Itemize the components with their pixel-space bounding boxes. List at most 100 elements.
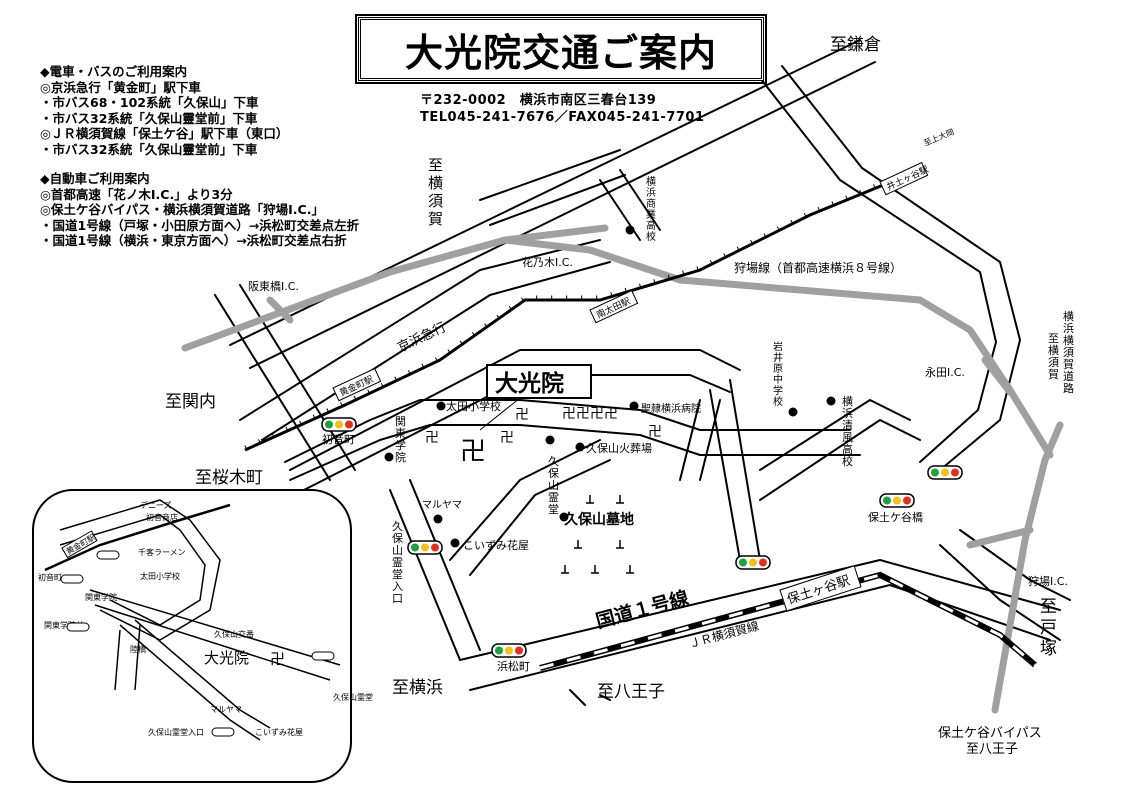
temple-mark-icon: 卍	[500, 430, 514, 446]
svg-text:山: 山	[548, 479, 559, 492]
route1-label: 国道１号線	[593, 586, 691, 633]
inset-temple-icon: 卍	[270, 650, 285, 668]
maruyama-label: マルヤマ	[422, 500, 462, 511]
svg-text:高: 高	[842, 442, 853, 456]
transit-info: ◆電車・バスのご利用案内 ◎京浜急行「黄金町」駅下車 ・市バス68・102系統「…	[40, 64, 359, 249]
inset-kanto-label: 関東学院	[85, 592, 117, 602]
svg-text:賀: 賀	[1048, 368, 1059, 381]
inset-daikoin-label: 大光院	[204, 649, 249, 667]
daikoin-callout: 大光院	[479, 364, 592, 431]
svg-text:浜: 浜	[842, 407, 853, 420]
inset-rikkyo-label: 陸橋	[130, 644, 146, 654]
temple-mark-icon: 卍	[425, 430, 439, 446]
svg-text:堂: 堂	[392, 568, 403, 581]
to-sakuragicho-label: 至桜木町	[195, 468, 263, 488]
inset-reido-label: 久保山霊堂	[333, 692, 373, 702]
bypass-label: 保土ケ谷バイパス	[938, 726, 1042, 741]
hatsunecho-label: 初音町	[322, 432, 355, 446]
svg-text:商: 商	[646, 197, 656, 210]
svg-text:堂: 堂	[548, 503, 559, 516]
daikoin-temple-icon: 卍	[460, 437, 486, 467]
inset-kanto-mae-label: 関東学院前	[44, 620, 84, 630]
inset-ota-label: 太田小学校	[140, 571, 180, 581]
inset-shoten-label: 初音商店	[146, 512, 178, 522]
svg-text:保: 保	[392, 531, 403, 545]
inset-maruyama-label: マルヤマ	[210, 705, 242, 714]
train-line-5: ・市バス32系統「久保山靈堂前」下車	[40, 141, 258, 157]
svg-text:霊: 霊	[548, 491, 559, 504]
svg-text:保: 保	[548, 466, 559, 480]
vertical-kanto: 関東学院	[395, 415, 406, 464]
to-yokosuka-v1: 至	[428, 156, 443, 174]
svg-text:賀: 賀	[1063, 358, 1074, 371]
svg-text:道: 道	[1063, 369, 1074, 383]
svg-text:関: 関	[395, 415, 406, 428]
kamiooka-label: 至上大岡	[922, 127, 955, 148]
svg-text:業: 業	[646, 208, 656, 221]
temple-mark-icon: 卍	[515, 407, 529, 423]
keikyu-railway	[244, 167, 916, 452]
signal-right	[927, 465, 963, 480]
svg-text:至: 至	[1048, 332, 1059, 345]
hanonoki-ic-label: 花乃木I.C.	[522, 256, 573, 269]
jr-line	[539, 571, 1037, 671]
inset-dennys-label: デニーズ	[140, 500, 172, 510]
svg-text:岩: 岩	[773, 340, 783, 353]
svg-text:横: 横	[646, 175, 656, 188]
to-yokohama-label: 至横浜	[392, 678, 443, 698]
svg-text:路: 路	[1063, 382, 1074, 395]
svg-text:須: 須	[1048, 356, 1059, 369]
inset-hatsunecho-label: 初音町	[38, 572, 62, 582]
svg-text:風: 風	[842, 431, 853, 444]
svg-text:浜: 浜	[646, 187, 656, 199]
nagata-ic-label: 永田I.C.	[925, 365, 965, 379]
daikoin-label: 大光院	[495, 370, 564, 397]
car-line-4: ・国道1号線（横浜・東京方面へ）→浜松町交差点右折	[40, 233, 347, 248]
address-line: 〒232-0002 横浜市南区三春台139	[420, 93, 657, 108]
svg-text:久: 久	[392, 520, 403, 533]
expressway	[181, 224, 1064, 714]
svg-text:校: 校	[842, 454, 853, 468]
bypass-hachioji-label: 至八王子	[966, 742, 1018, 757]
train-line-2: ・市バス68・102系統「久保山」下車	[40, 95, 259, 110]
svg-text:横: 横	[1063, 309, 1074, 323]
keikyu-label: 京浜急行	[395, 320, 448, 356]
train-line-3: ・市バス32系統「久保山靈堂前」下車	[40, 110, 258, 126]
svg-text:清: 清	[842, 419, 853, 432]
to-yokosuka-v4: 賀	[428, 210, 443, 228]
svg-text:浜: 浜	[1063, 322, 1074, 335]
train-line-4: ◎ＪＲ横須賀線「保土ケ谷」駅下車（東口）	[40, 126, 289, 141]
train-line-1: ◎京浜急行「黄金町」駅下車	[40, 79, 201, 95]
signal-koizumi	[407, 540, 443, 555]
kariba-ic-label: 狩場I.C.	[1028, 574, 1068, 588]
page-title: 大光院交通ご案内	[355, 14, 767, 84]
svg-text:東: 東	[395, 427, 406, 440]
vertical-entrance: 久保山霊堂入口	[392, 520, 403, 605]
svg-text:校: 校	[646, 230, 656, 243]
svg-text:井: 井	[773, 351, 783, 364]
to-totsuka-label-3: 塚	[1040, 639, 1057, 659]
traffic-signals	[321, 417, 963, 658]
svg-text:久: 久	[548, 455, 559, 468]
temple-marks: 卍 卍 卍 卍卍卍卍 卍 卍	[425, 406, 662, 467]
to-kannai-label: 至関内	[165, 392, 216, 412]
svg-text:中: 中	[773, 373, 783, 386]
crematorium-label: 久保山火葬場	[586, 441, 652, 455]
inset-map: 黄金町駅 デニーズ 初音商店 千客ラーメン 太田小学校 関東学院 陸橋 久保山交…	[32, 489, 373, 783]
bantobashi-ic-label: 阪東橋I.C.	[248, 279, 299, 293]
vertical-reido: 久保山霊堂	[548, 455, 559, 516]
svg-text:口: 口	[392, 592, 403, 605]
svg-text:霊: 霊	[392, 556, 403, 569]
ota-school-label: 太田小学校	[446, 399, 501, 413]
svg-text:校: 校	[773, 395, 783, 408]
signal-route1	[735, 555, 771, 570]
svg-text:学: 学	[773, 384, 783, 397]
hodogaya-bashi-label: 保土ケ谷橋	[868, 510, 923, 524]
kariba-line-label: 狩場線（首都高速横浜８号線）	[734, 260, 902, 275]
svg-text:横: 横	[842, 394, 853, 408]
svg-text:山: 山	[392, 544, 403, 557]
seirei-hospital-label: 聖隷横浜病院	[641, 402, 701, 415]
